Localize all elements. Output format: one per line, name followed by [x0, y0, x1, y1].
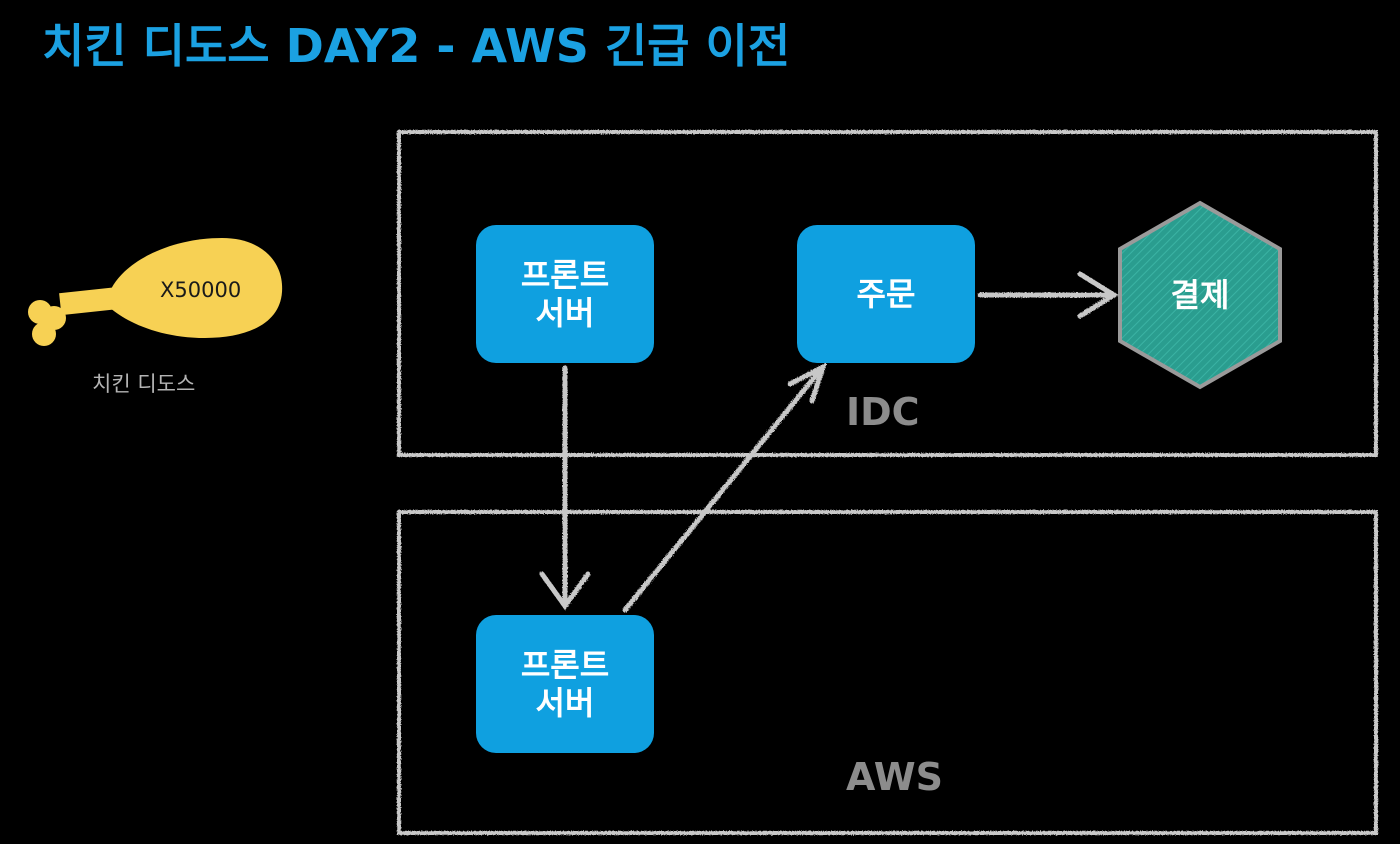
idc-zone — [397, 130, 1378, 457]
idc-zone-label: IDC — [846, 390, 920, 434]
order-node: 주문 — [797, 225, 975, 363]
arrowhead-right — [1077, 271, 1119, 319]
aws-zone — [397, 510, 1378, 835]
chicken-count: X50000 — [160, 278, 242, 302]
order-node-label: 주문 — [856, 275, 916, 313]
front-server-idc-line1: 프론트 — [520, 256, 610, 294]
front-server-idc-line2: 서버 — [535, 294, 595, 332]
payment-node — [1118, 200, 1282, 390]
aws-zone-label: AWS — [846, 755, 943, 799]
payment-node-label: 결제 — [1170, 276, 1230, 314]
arrowhead-up — [787, 362, 828, 404]
front-server-aws-line1: 프론트 — [520, 646, 610, 684]
front-server-aws-line2: 서버 — [535, 684, 595, 722]
chicken-caption: 치킨 디도스 — [92, 372, 196, 396]
edge-front-aws-to-order — [622, 365, 825, 613]
front-server-aws-node: 프론트 서버 — [476, 615, 654, 753]
arrowhead-down — [539, 571, 591, 611]
page-title: 치킨 디도스 DAY2 - AWS 긴급 이전 — [42, 19, 791, 73]
front-server-idc-node: 프론트 서버 — [476, 225, 654, 363]
chicken-drumstick-icon — [28, 238, 283, 346]
